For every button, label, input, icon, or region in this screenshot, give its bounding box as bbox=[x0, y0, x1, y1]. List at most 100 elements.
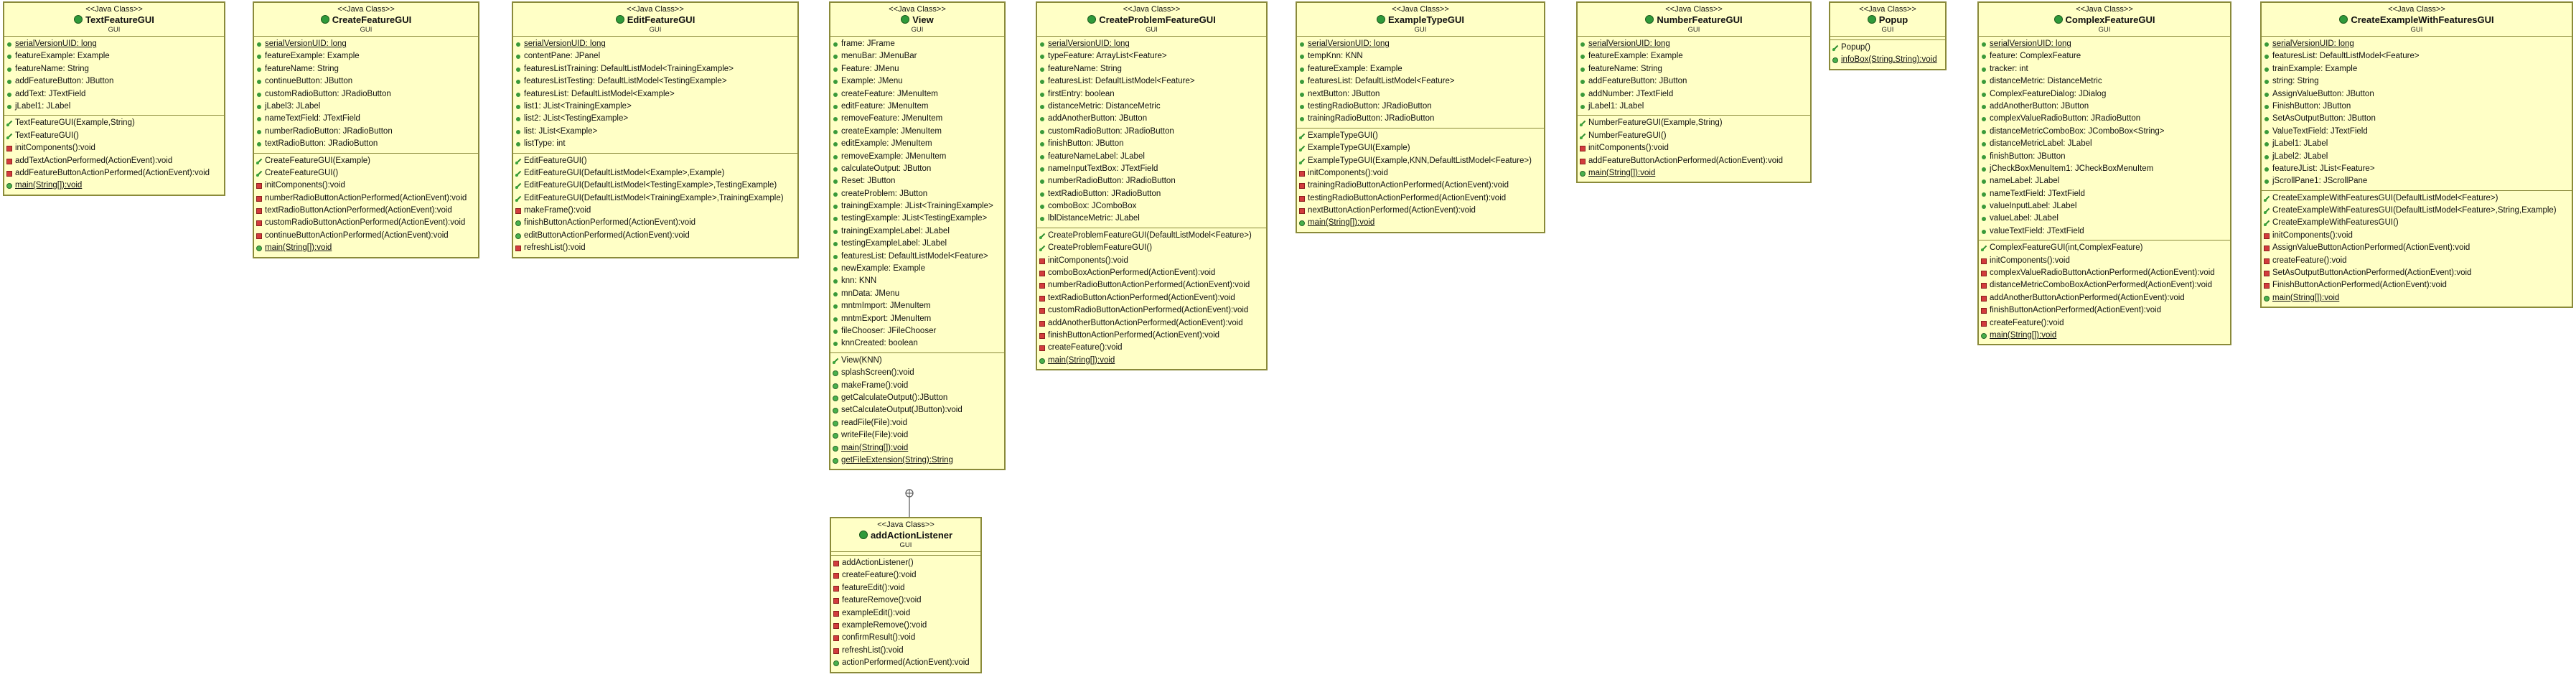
field-row[interactable]: editFeature: JMenuItem bbox=[830, 101, 1004, 113]
field-row[interactable]: ValueTextField: JTextField bbox=[2262, 126, 2572, 138]
field-row[interactable]: contentPane: JPanel bbox=[513, 50, 797, 62]
field-row[interactable]: list: JList<Example> bbox=[513, 126, 797, 138]
method-row[interactable]: actionPerformed(ActionEvent):void bbox=[831, 657, 980, 669]
method-row[interactable]: continueButtonActionPerformed(ActionEven… bbox=[254, 230, 478, 242]
field-row[interactable]: testingExample: JList<TestingExample> bbox=[830, 212, 1004, 225]
field-row[interactable]: distanceMetric: DistanceMetric bbox=[1037, 101, 1266, 113]
method-row[interactable]: textRadioButtonActionPerformed(ActionEve… bbox=[254, 205, 478, 217]
field-row[interactable]: createFeature: JMenuItem bbox=[830, 88, 1004, 101]
field-row[interactable]: mnData: JMenu bbox=[830, 288, 1004, 300]
method-row[interactable]: exampleRemove():void bbox=[831, 620, 980, 632]
field-row[interactable]: featureName: String bbox=[1578, 63, 1810, 75]
method-row[interactable]: comboBoxActionPerformed(ActionEvent):voi… bbox=[1037, 267, 1266, 279]
method-row[interactable]: getFileExtension(String):String bbox=[830, 454, 1004, 467]
field-row[interactable]: trainingExample: JList<TrainingExample> bbox=[830, 200, 1004, 212]
field-row[interactable]: featuresList: DefaultListModel<Feature> bbox=[2262, 50, 2572, 62]
field-row[interactable]: distanceMetricComboBox: JComboBox<String… bbox=[1979, 126, 2230, 138]
field-row[interactable]: featureExample: Example bbox=[1297, 63, 1544, 75]
field-row[interactable]: editExample: JMenuItem bbox=[830, 138, 1004, 150]
method-row[interactable]: SetAsOutputButtonActionPerformed(ActionE… bbox=[2262, 267, 2572, 279]
method-row[interactable]: addFeatureButtonActionPerformed(ActionEv… bbox=[1578, 155, 1810, 167]
method-row[interactable]: EditFeatureGUI(DefaultListModel<Example>… bbox=[513, 167, 797, 179]
method-row[interactable]: main(String[]):void bbox=[2262, 292, 2572, 304]
method-row[interactable]: featureEdit():void bbox=[831, 582, 980, 594]
method-row[interactable]: numberRadioButtonActionPerformed(ActionE… bbox=[254, 192, 478, 205]
field-row[interactable]: nextButton: JButton bbox=[1297, 88, 1544, 101]
method-row[interactable]: initComponents():void bbox=[1979, 255, 2230, 267]
method-row[interactable]: CreateFeatureGUI() bbox=[254, 167, 478, 179]
field-row[interactable]: featureJList: JList<Feature> bbox=[2262, 163, 2572, 175]
method-row[interactable]: customRadioButtonActionPerformed(ActionE… bbox=[254, 217, 478, 229]
method-row[interactable]: TextFeatureGUI() bbox=[4, 130, 224, 142]
method-row[interactable]: EditFeatureGUI(DefaultListModel<Training… bbox=[513, 192, 797, 205]
field-row[interactable]: trainingExampleLabel: JLabel bbox=[830, 225, 1004, 238]
field-row[interactable]: numberRadioButton: JRadioButton bbox=[1037, 175, 1266, 187]
method-row[interactable]: distanceMetricComboBoxActionPerformed(Ac… bbox=[1979, 279, 2230, 291]
method-row[interactable]: Popup() bbox=[1830, 42, 1945, 54]
field-row[interactable]: ComplexFeatureDialog: JDialog bbox=[1979, 88, 2230, 101]
field-row[interactable]: knn: KNN bbox=[830, 275, 1004, 287]
field-row[interactable]: listType: int bbox=[513, 138, 797, 150]
field-row[interactable]: featureExample: Example bbox=[4, 50, 224, 62]
method-row[interactable]: initComponents():void bbox=[1037, 255, 1266, 267]
field-row[interactable]: testingExampleLabel: JLabel bbox=[830, 238, 1004, 250]
field-row[interactable]: jScrollPane1: JScrollPane bbox=[2262, 175, 2572, 187]
field-row[interactable]: removeExample: JMenuItem bbox=[830, 151, 1004, 163]
field-row[interactable]: frame: JFrame bbox=[830, 38, 1004, 50]
method-row[interactable]: NumberFeatureGUI() bbox=[1578, 130, 1810, 142]
field-row[interactable]: removeFeature: JMenuItem bbox=[830, 113, 1004, 125]
method-row[interactable]: ExampleTypeGUI() bbox=[1297, 130, 1544, 142]
field-row[interactable]: mntmImport: JMenuItem bbox=[830, 300, 1004, 312]
field-row[interactable]: Reset: JButton bbox=[830, 175, 1004, 187]
field-row[interactable]: addAnotherButton: JButton bbox=[1037, 113, 1266, 125]
field-row[interactable]: trainingRadioButton: JRadioButton bbox=[1297, 113, 1544, 125]
method-row[interactable]: refreshList():void bbox=[513, 242, 797, 254]
method-row[interactable]: readFile(File):void bbox=[830, 417, 1004, 429]
field-row[interactable]: featureName: String bbox=[1037, 63, 1266, 75]
method-row[interactable]: TextFeatureGUI(Example,String) bbox=[4, 117, 224, 129]
field-row[interactable]: newExample: Example bbox=[830, 263, 1004, 275]
method-row[interactable]: main(String[]):void bbox=[1297, 217, 1544, 229]
field-row[interactable]: finishButton: JButton bbox=[1979, 151, 2230, 163]
field-row[interactable]: addNumber: JTextField bbox=[1578, 88, 1810, 101]
method-row[interactable]: setCalculateOutput(JButton):void bbox=[830, 404, 1004, 416]
field-row[interactable]: nameTextField: JTextField bbox=[1979, 188, 2230, 200]
method-row[interactable]: main(String[]):void bbox=[830, 442, 1004, 454]
field-row[interactable]: addFeatureButton: JButton bbox=[4, 75, 224, 88]
field-row[interactable]: serialVersionUID: long bbox=[254, 38, 478, 50]
field-row[interactable]: jLabel1: JLabel bbox=[1578, 101, 1810, 113]
method-row[interactable]: main(String[]):void bbox=[1979, 330, 2230, 342]
method-row[interactable]: createFeature():void bbox=[831, 569, 980, 581]
field-row[interactable]: addFeatureButton: JButton bbox=[1578, 75, 1810, 88]
field-row[interactable]: featuresList: DefaultListModel<Feature> bbox=[1037, 75, 1266, 88]
field-row[interactable]: finishButton: JButton bbox=[1037, 138, 1266, 150]
field-row[interactable]: serialVersionUID: long bbox=[513, 38, 797, 50]
field-row[interactable]: jLabel2: JLabel bbox=[2262, 151, 2572, 163]
method-row[interactable]: makeFrame():void bbox=[830, 380, 1004, 392]
field-row[interactable]: createExample: JMenuItem bbox=[830, 126, 1004, 138]
field-row[interactable]: tempKnn: KNN bbox=[1297, 50, 1544, 62]
method-row[interactable]: writeFile(File):void bbox=[830, 429, 1004, 442]
method-row[interactable]: AssignValueButtonActionPerformed(ActionE… bbox=[2262, 242, 2572, 254]
field-row[interactable]: feature: ComplexFeature bbox=[1979, 50, 2230, 62]
field-row[interactable]: customRadioButton: JRadioButton bbox=[254, 88, 478, 101]
field-row[interactable]: FinishButton: JButton bbox=[2262, 101, 2572, 113]
field-row[interactable]: addText: JTextField bbox=[4, 88, 224, 101]
method-row[interactable]: trainingRadioButtonActionPerformed(Actio… bbox=[1297, 179, 1544, 192]
field-row[interactable]: nameTextField: JTextField bbox=[254, 113, 478, 125]
method-row[interactable]: refreshList():void bbox=[831, 645, 980, 657]
field-row[interactable]: calculateOutput: JButton bbox=[830, 163, 1004, 175]
field-row[interactable]: complexValueRadioButton: JRadioButton bbox=[1979, 113, 2230, 125]
method-row[interactable]: finishButtonActionPerformed(ActionEvent)… bbox=[1979, 304, 2230, 317]
method-row[interactable]: View(KNN) bbox=[830, 355, 1004, 367]
field-row[interactable]: serialVersionUID: long bbox=[2262, 38, 2572, 50]
field-row[interactable]: list2: JList<TestingExample> bbox=[513, 113, 797, 125]
method-row[interactable]: exampleEdit():void bbox=[831, 607, 980, 620]
field-row[interactable]: knnCreated: boolean bbox=[830, 337, 1004, 350]
